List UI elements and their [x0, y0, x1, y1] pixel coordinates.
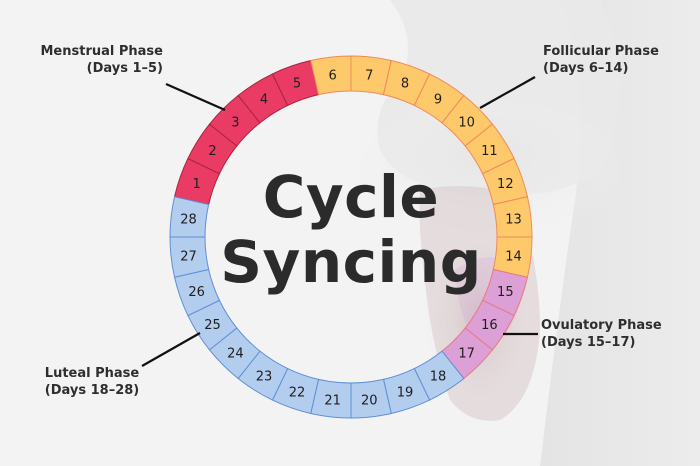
day-number-14: 14: [505, 249, 522, 264]
menstrual-phase-name: Menstrual Phase: [40, 44, 164, 59]
day-number-11: 11: [481, 144, 498, 159]
label-ovulatory-phase: Ovulatory Phase (Days 15–17): [541, 317, 662, 351]
day-segment-28: [169, 196, 210, 238]
day-number-22: 22: [289, 385, 306, 400]
follicular-phase-name: Follicular Phase: [543, 44, 659, 59]
leader-line-menstrual: [165, 82, 226, 112]
ovulatory-phase-name: Ovulatory Phase: [541, 318, 662, 333]
day-number-21: 21: [324, 393, 341, 408]
label-luteal-phase: Luteal Phase (Days 18–28): [44, 365, 140, 399]
leader-lines: [141, 76, 538, 367]
luteal-phase-name: Luteal Phase: [44, 366, 140, 381]
follicular-phase-days: (Days 6–14): [543, 61, 629, 76]
day-number-24: 24: [227, 347, 244, 362]
day-number-20: 20: [361, 393, 378, 408]
title-syncing: Syncing: [220, 228, 482, 296]
ovulatory-phase-days: (Days 15–17): [541, 335, 636, 350]
day-number-18: 18: [430, 369, 447, 384]
day-number-13: 13: [505, 213, 522, 228]
day-number-8: 8: [401, 77, 409, 92]
title-cycle: Cycle: [262, 163, 440, 231]
day-number-26: 26: [188, 285, 205, 300]
label-follicular-phase: Follicular Phase (Days 6–14): [543, 43, 659, 77]
day-number-28: 28: [180, 213, 197, 228]
menstrual-phase-days: (Days 1–5): [86, 61, 163, 76]
day-number-3: 3: [231, 115, 239, 130]
day-number-16: 16: [481, 318, 498, 333]
label-menstrual-phase: Menstrual Phase (Days 1–5): [41, 43, 164, 77]
day-number-23: 23: [256, 369, 273, 384]
leader-line-luteal: [141, 332, 201, 367]
day-number-9: 9: [434, 93, 442, 108]
day-number-7: 7: [365, 69, 373, 84]
day-number-27: 27: [180, 249, 197, 264]
day-number-2: 2: [208, 144, 216, 159]
day-number-15: 15: [497, 285, 514, 300]
day-number-19: 19: [397, 385, 414, 400]
day-number-5: 5: [293, 77, 301, 92]
day-number-1: 1: [193, 177, 201, 192]
leader-line-follicular: [479, 76, 536, 109]
day-number-6: 6: [329, 69, 337, 84]
day-number-25: 25: [204, 318, 221, 333]
day-number-17: 17: [458, 347, 475, 362]
luteal-phase-days: (Days 18–28): [44, 383, 140, 398]
day-number-4: 4: [260, 93, 268, 108]
day-number-12: 12: [497, 177, 514, 192]
day-segments: [169, 55, 533, 419]
day-number-10: 10: [458, 115, 475, 130]
